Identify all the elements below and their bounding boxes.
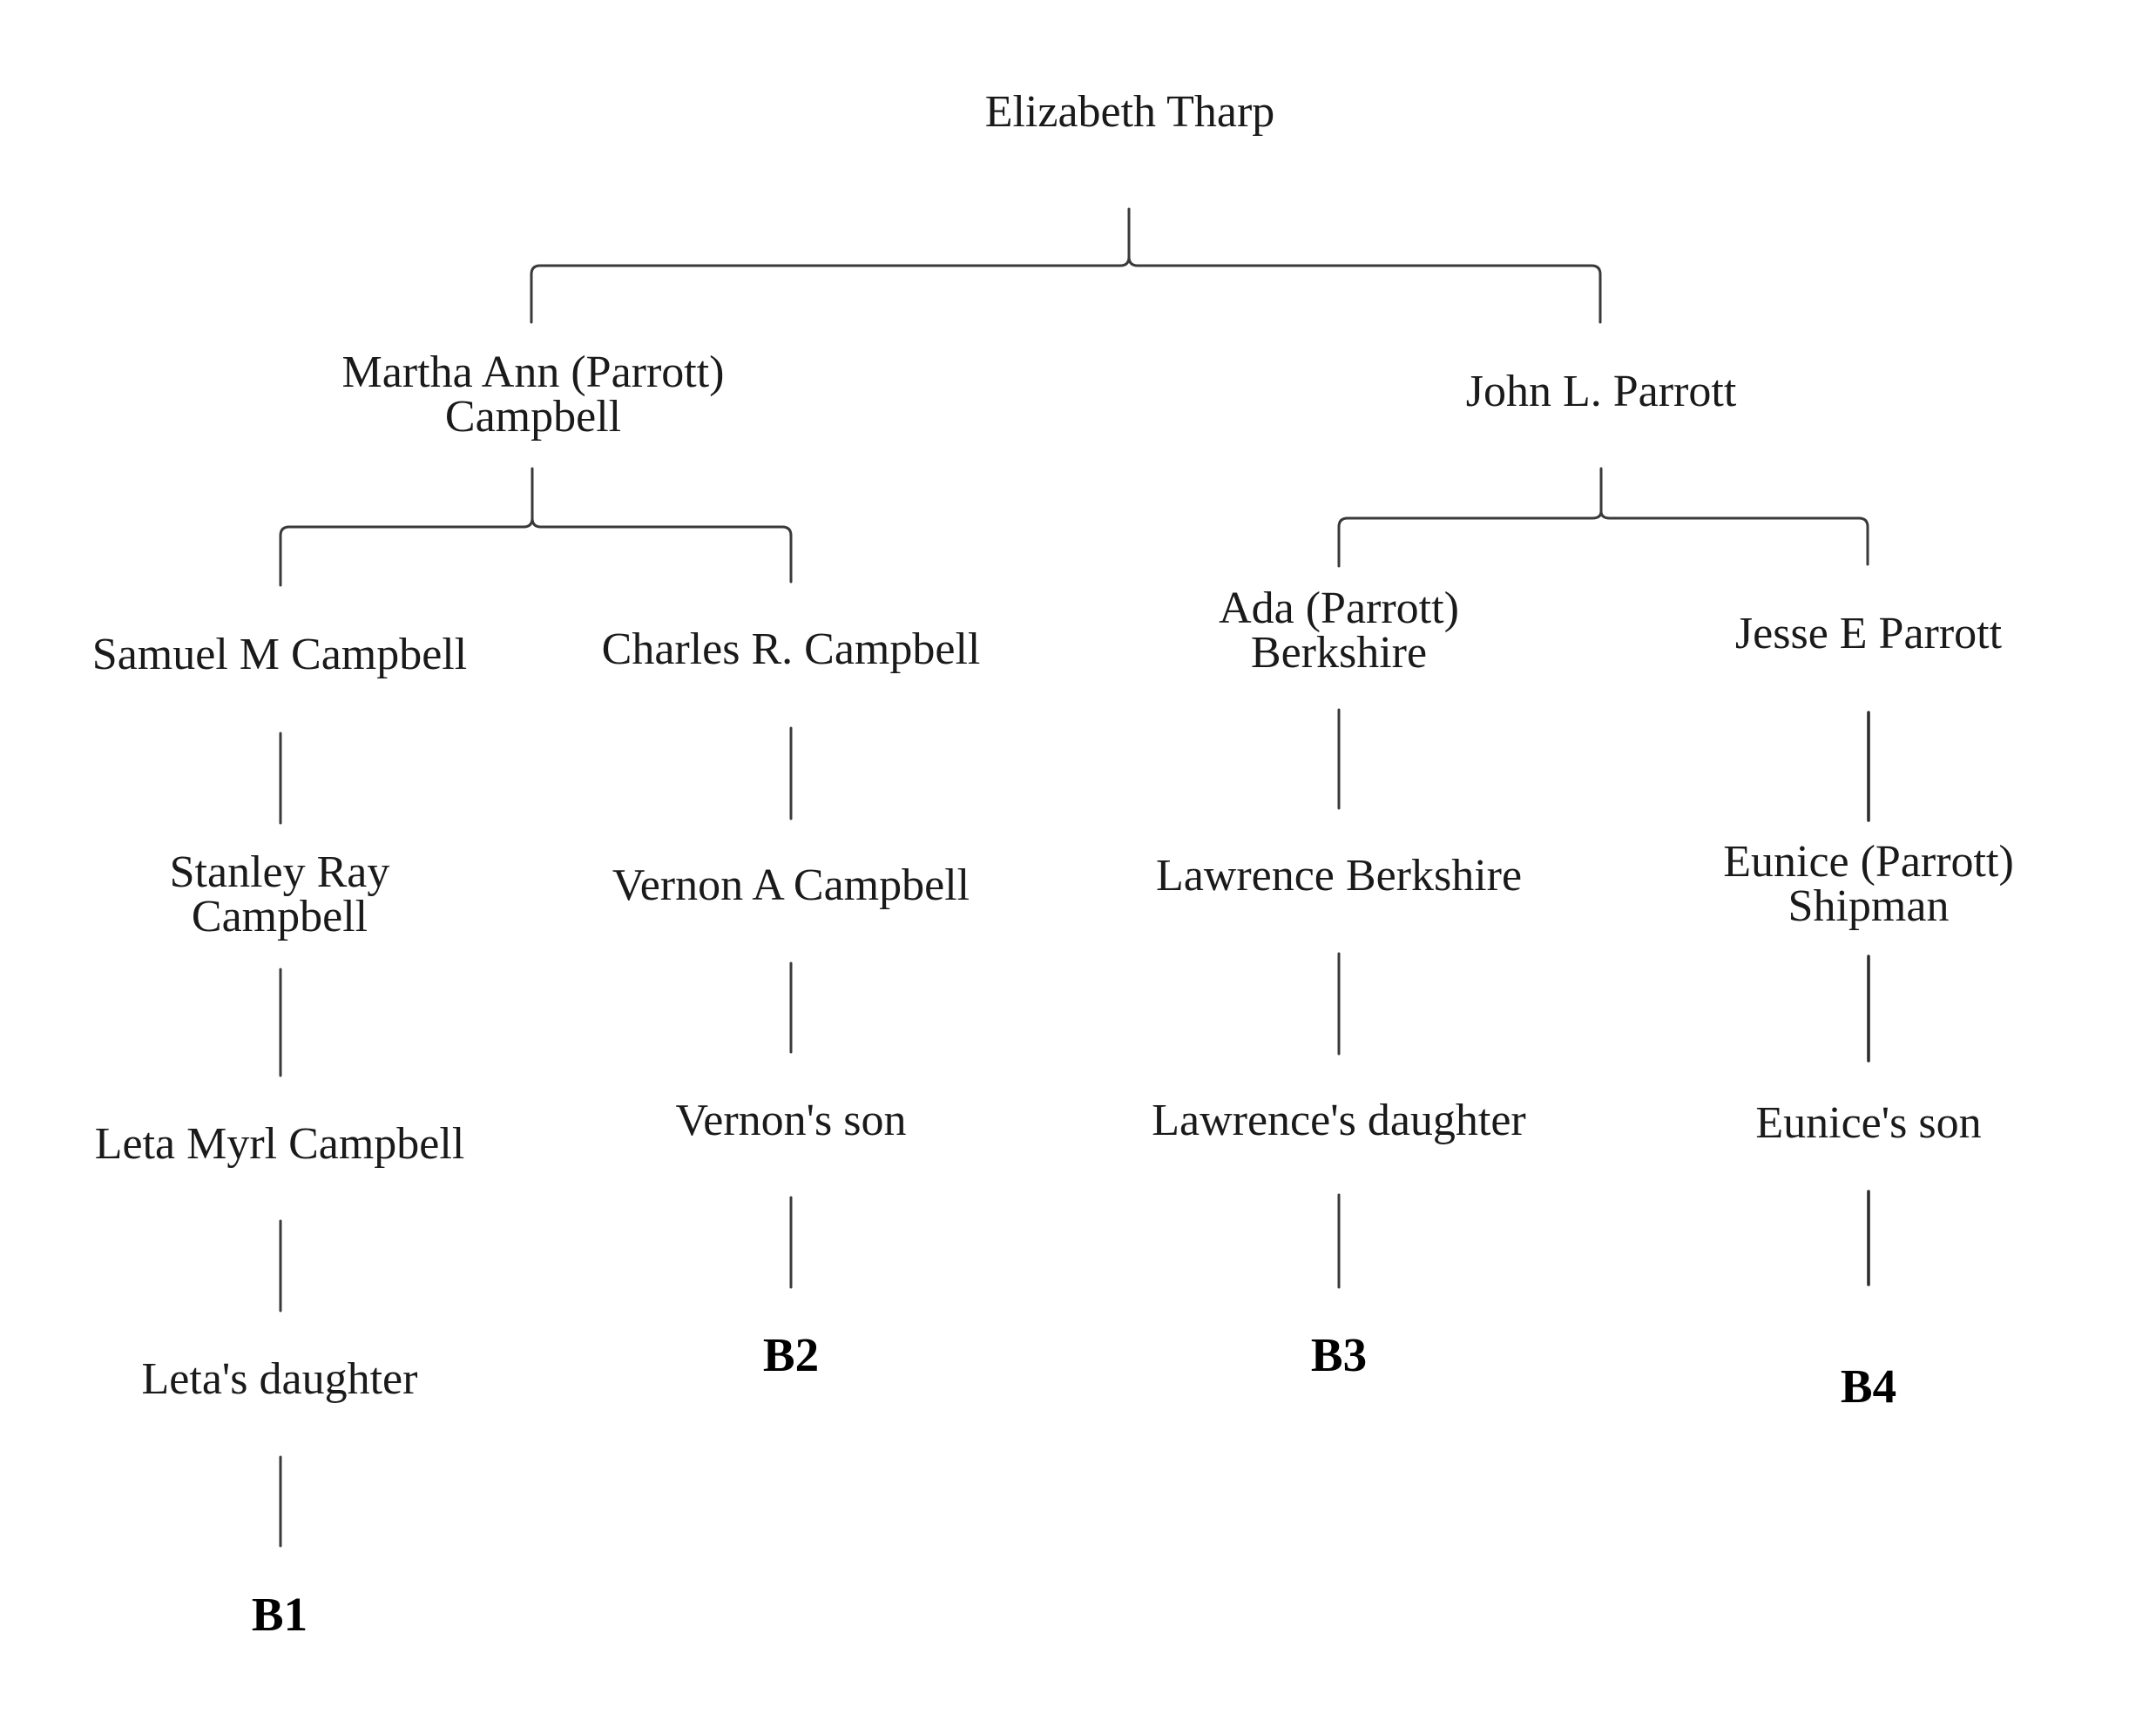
connector-john-children [1337, 467, 1869, 568]
node-label-line: Stanley Ray [169, 847, 390, 897]
node-label-line: Jesse E Parrott [1734, 609, 2003, 658]
node-label-line: Lawrence Berkshire [1155, 851, 1523, 901]
node-label-line: Martha Ann (Parrott) [341, 347, 725, 397]
node-label-line: Ada (Parrott) [1219, 584, 1459, 633]
node-letas-daughter: Leta's daughter [141, 1354, 418, 1404]
node-b2: B2 [762, 1328, 820, 1381]
node-code-label: B2 [762, 1328, 820, 1381]
node-code-label: B1 [251, 1588, 308, 1641]
node-john-l-parrott: John L. Parrott [1465, 367, 1737, 416]
node-label-line: Elizabeth Tharp [984, 87, 1275, 137]
node-eunice-parrott-shipman: Eunice (Parrott) Shipman [1723, 837, 2014, 931]
node-b4: B4 [1840, 1360, 1897, 1413]
connector-martha-children [279, 467, 793, 587]
node-lawrence-berkshire: Lawrence Berkshire [1155, 851, 1523, 901]
node-label-line: Campbell [444, 392, 622, 442]
node-label-line: Campbell [191, 892, 368, 941]
node-code-label: B4 [1840, 1360, 1897, 1413]
node-ada-parrott-berkshire: Ada (Parrott) Berkshire [1219, 584, 1459, 678]
node-vernon-a-campbell: Vernon A Campbell [612, 860, 970, 910]
node-label-line: John L. Parrott [1465, 367, 1737, 416]
node-charles-r-campbell: Charles R. Campbell [601, 624, 981, 674]
node-label-line: Leta Myrl Campbell [94, 1119, 465, 1169]
node-leta-myrl-campbell: Leta Myrl Campbell [94, 1119, 465, 1169]
node-label-line: Lawrence's daughter [1152, 1096, 1526, 1145]
node-jesse-e-parrott: Jesse E Parrott [1734, 609, 2003, 658]
node-martha-ann-parrott-campbell: Martha Ann (Parrott) Campbell [341, 347, 725, 442]
node-lawrences-daughter: Lawrence's daughter [1152, 1096, 1526, 1145]
node-label-line: Eunice's son [1755, 1098, 1982, 1148]
node-label-line: Charles R. Campbell [601, 624, 981, 674]
node-samuel-m-campbell: Samuel M Campbell [91, 630, 468, 679]
connector-root-children [530, 207, 1602, 324]
node-stanley-ray-campbell: Stanley Ray Campbell [169, 847, 390, 941]
node-label-line: Eunice (Parrott) [1723, 837, 2014, 887]
node-label-line: Vernon's son [675, 1096, 907, 1145]
node-label-line: Vernon A Campbell [612, 860, 970, 910]
node-elizabeth-tharp: Elizabeth Tharp [984, 87, 1275, 137]
node-label-line: Shipman [1788, 881, 1950, 931]
node-b3: B3 [1310, 1328, 1368, 1381]
node-eunices-son: Eunice's son [1755, 1098, 1982, 1148]
node-label-line: Leta's daughter [141, 1354, 418, 1404]
node-label-line: Samuel M Campbell [91, 630, 468, 679]
node-b1: B1 [251, 1588, 308, 1641]
node-code-label: B3 [1310, 1328, 1368, 1381]
node-vernons-son: Vernon's son [675, 1096, 907, 1145]
node-label-line: Berkshire [1250, 628, 1428, 678]
